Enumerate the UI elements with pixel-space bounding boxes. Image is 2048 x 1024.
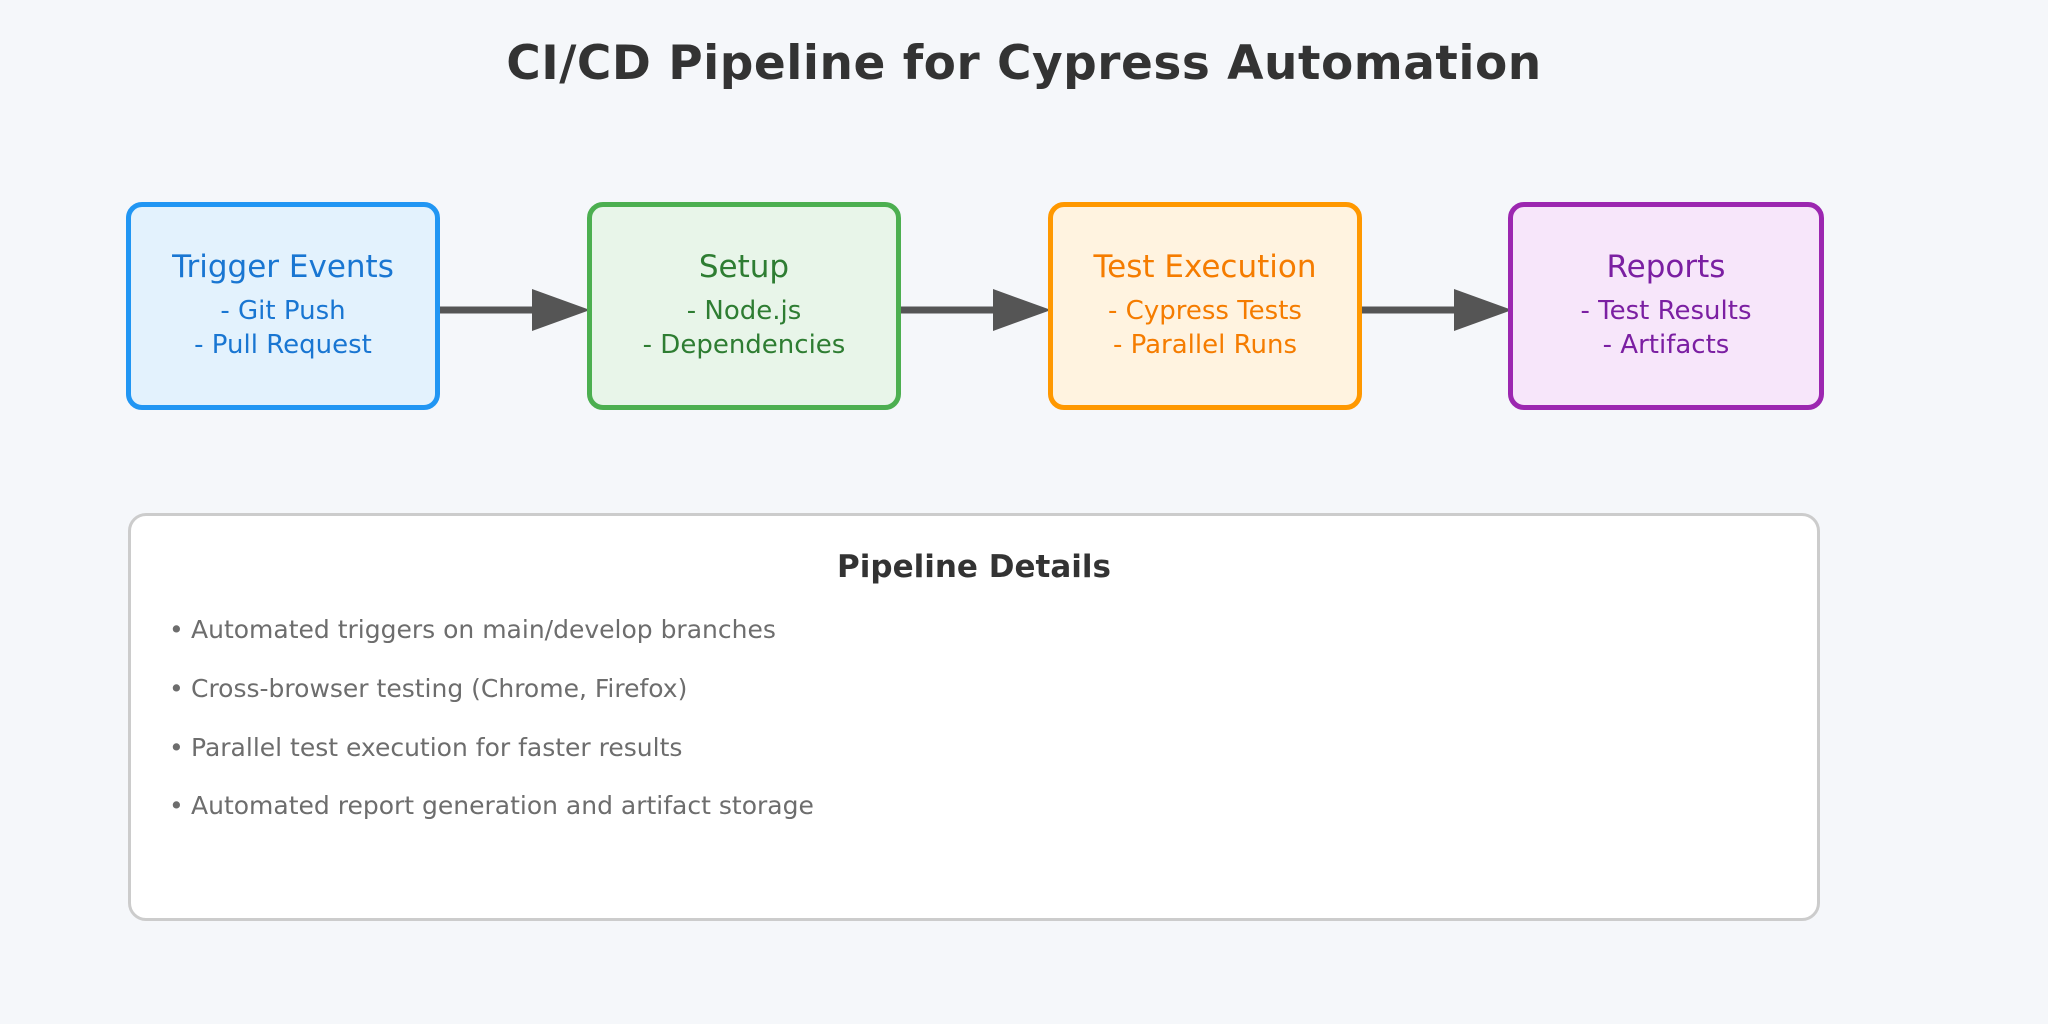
arrow-right-icon xyxy=(901,288,1051,332)
stage-title: Test Execution xyxy=(1093,248,1317,285)
list-item: • Cross-browser testing (Chrome, Firefox… xyxy=(131,673,1817,704)
stage-detail-lines: - Cypress Tests - Parallel Runs xyxy=(1108,294,1302,363)
pipeline-flow: Trigger Events - Git Push - Pull Request… xyxy=(126,202,1824,412)
bullet-icon: • xyxy=(169,673,184,703)
stage-detail-line: - Cypress Tests xyxy=(1108,295,1302,326)
stage-detail-line: - Artifacts xyxy=(1602,329,1730,360)
pipeline-details-panel: Pipeline Details • Automated triggers on… xyxy=(128,513,1820,921)
stage-detail-line: - Pull Request xyxy=(194,329,372,360)
details-heading: Pipeline Details xyxy=(837,549,1111,585)
pipeline-stage-test-execution[interactable]: Test Execution - Cypress Tests - Paralle… xyxy=(1048,202,1362,410)
stage-detail-line: - Parallel Runs xyxy=(1112,329,1298,360)
arrow-right-icon xyxy=(1362,288,1512,332)
pipeline-stage-reports[interactable]: Reports - Test Results - Artifacts xyxy=(1508,202,1824,410)
page-title: CI/CD Pipeline for Cypress Automation xyxy=(506,36,1542,91)
arrow-right-icon xyxy=(440,288,590,332)
list-item: • Parallel test execution for faster res… xyxy=(131,732,1817,763)
stage-detail-line: - Node.js xyxy=(686,295,802,326)
stage-detail-line: - Dependencies xyxy=(642,329,846,360)
stage-detail-lines: - Test Results - Artifacts xyxy=(1581,294,1752,363)
details-list: • Automated triggers on main/develop bra… xyxy=(131,615,1817,821)
list-item-label: Cross-browser testing (Chrome, Firefox) xyxy=(191,673,688,703)
bullet-icon: • xyxy=(169,732,184,762)
list-item: • Automated report generation and artifa… xyxy=(131,792,1817,821)
stage-title: Setup xyxy=(698,248,790,285)
list-item: • Automated triggers on main/develop bra… xyxy=(131,615,1817,645)
stage-detail-line: - Test Results xyxy=(1580,295,1752,326)
bullet-icon: • xyxy=(169,791,184,821)
stage-title: Reports xyxy=(1606,248,1726,285)
bullet-icon: • xyxy=(169,615,184,645)
pipeline-stage-trigger-events[interactable]: Trigger Events - Git Push - Pull Request xyxy=(126,202,440,410)
stage-detail-lines: - Git Push - Pull Request xyxy=(194,294,372,363)
stage-detail-line: - Git Push xyxy=(220,295,346,326)
list-item-label: Parallel test execution for faster resul… xyxy=(191,732,683,762)
pipeline-stage-setup[interactable]: Setup - Node.js - Dependencies xyxy=(587,202,901,410)
stage-detail-lines: - Node.js - Dependencies xyxy=(643,294,846,363)
list-item-label: Automated report generation and artifact… xyxy=(191,791,814,821)
stage-title: Trigger Events xyxy=(172,248,394,285)
list-item-label: Automated triggers on main/develop branc… xyxy=(191,615,776,645)
